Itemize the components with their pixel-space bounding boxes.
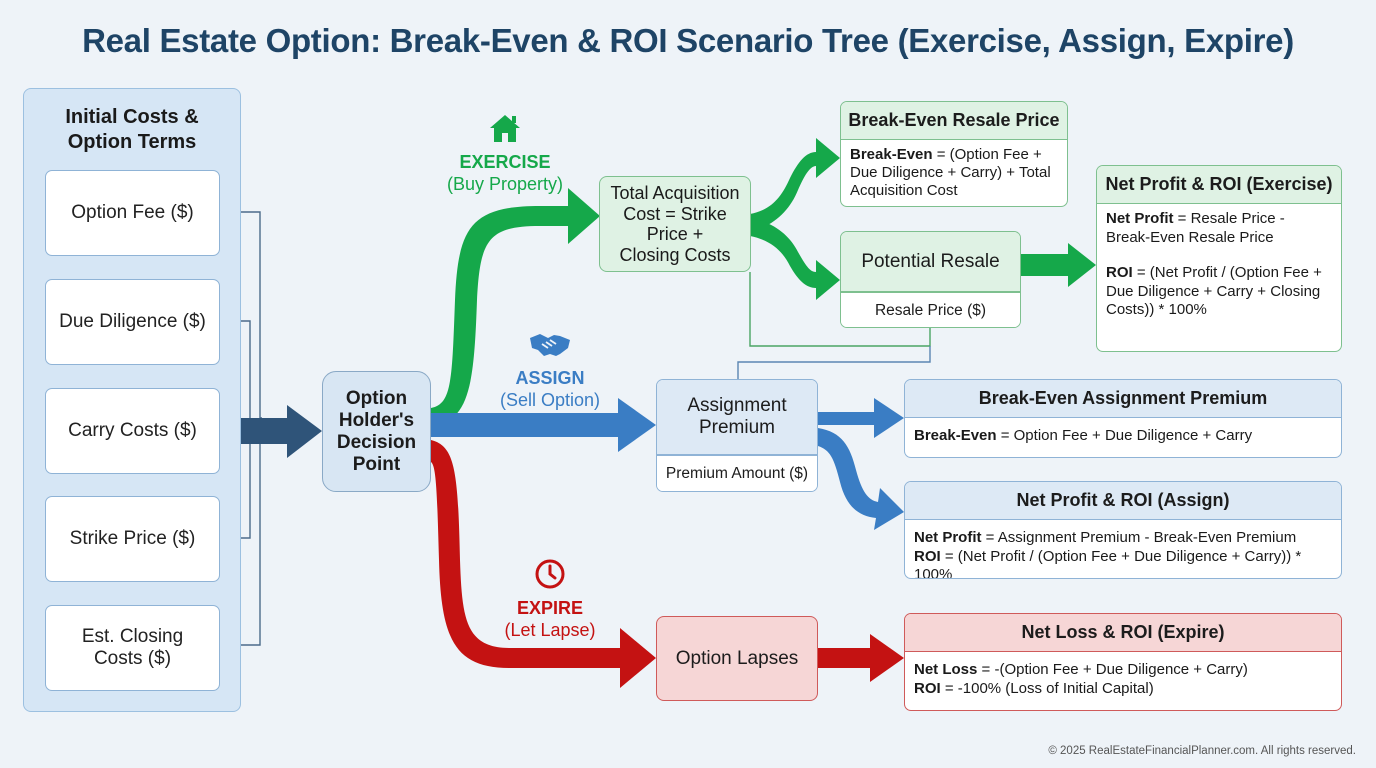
card-header: Break-Even Assignment Premium xyxy=(905,380,1341,418)
page-title: Real Estate Option: Break-Even & ROI Sce… xyxy=(82,22,1294,59)
decision-point: Option Holder's Decision Point xyxy=(322,371,431,492)
card-header: Net Loss & ROI (Expire) xyxy=(905,614,1341,652)
card-header: Assignment Premium xyxy=(657,380,817,455)
exercise-down-arrow xyxy=(750,218,840,300)
premium-amount-field: Premium Amount ($) xyxy=(657,455,817,491)
panel-title: Initial Costs & Option Terms xyxy=(65,106,199,153)
handshake-icon xyxy=(530,334,570,356)
strike-price-box: Strike Price ($) xyxy=(45,496,220,582)
option-lapses-node: Option Lapses xyxy=(656,616,818,701)
carry-costs-box: Carry Costs ($) xyxy=(45,388,220,474)
roi-formula: ROI = (Net Profit / (Option Fee + Due Di… xyxy=(914,547,1302,579)
roi-formula: ROI = (Net Profit / (Option Fee + Due Di… xyxy=(1106,264,1322,318)
card-header: Net Profit & ROI (Exercise) xyxy=(1097,166,1341,204)
exercise-up-arrow xyxy=(750,138,840,232)
card-header: Potential Resale xyxy=(841,232,1020,292)
due-diligence-box: Due Diligence ($) xyxy=(45,279,220,365)
net-loss-expire-card: Net Loss & ROI (Expire) Net Loss = -(Opt… xyxy=(904,613,1342,711)
exercise-label: EXERCISE (Buy Property) xyxy=(440,112,570,195)
house-icon xyxy=(490,115,520,142)
net-profit-exercise-card: Net Profit & ROI (Exercise) Net Profit =… xyxy=(1096,165,1342,352)
resale-to-profit-arrow xyxy=(1020,243,1096,287)
closing-costs-box: Est. Closing Costs ($) xyxy=(45,605,220,691)
potential-resale-card: Potential Resale Resale Price ($) xyxy=(840,231,1021,328)
breakeven-resale-card: Break-Even Resale Price Break-Even = (Op… xyxy=(840,101,1068,207)
breakeven-assignment-card: Break-Even Assignment Premium Break-Even… xyxy=(904,379,1342,458)
net-loss-formula: Net Loss = -(Option Fee + Due Diligence … xyxy=(914,661,1248,678)
net-profit-assign-card: Net Profit & ROI (Assign) Net Profit = A… xyxy=(904,481,1342,579)
assign-down-arrow xyxy=(818,428,904,530)
card-header: Break-Even Resale Price xyxy=(841,102,1067,140)
expire-arrow xyxy=(431,440,656,688)
exercise-arrow xyxy=(431,188,600,428)
net-profit-formula: Net Profit = Assignment Premium - Break-… xyxy=(914,529,1297,546)
exercise-connectors xyxy=(749,272,931,347)
card-body: Net Profit = Assignment Premium - Break-… xyxy=(905,520,1341,579)
card-body: Net Profit = Resale Price - Break-Even R… xyxy=(1097,204,1341,326)
input-arrow xyxy=(241,405,322,458)
lapse-to-loss-arrow xyxy=(818,634,904,682)
assign-arrow xyxy=(431,398,656,452)
initial-costs-panel: Initial Costs & Option Terms Option Fee … xyxy=(23,88,241,712)
total-acquisition-node: Total Acquisition Cost = Strike Price + … xyxy=(599,176,751,272)
card-body: Break-Even = Option Fee + Due Diligence … xyxy=(914,427,1253,444)
card-body: Net Loss = -(Option Fee + Due Diligence … xyxy=(905,652,1341,707)
copyright-footer: © 2025 RealEstateFinancialPlanner.com. A… xyxy=(1048,745,1356,757)
card-header: Net Profit & ROI (Assign) xyxy=(905,482,1341,520)
assign-up-arrow xyxy=(818,398,904,438)
roi-formula: ROI = -100% (Loss of Initial Capital) xyxy=(914,679,1154,697)
clock-icon xyxy=(535,559,565,589)
net-profit-formula: Net Profit = Resale Price - Break-Even R… xyxy=(1106,210,1285,246)
expire-label: EXPIRE (Let Lapse) xyxy=(485,558,615,641)
assign-connector xyxy=(737,346,931,380)
resale-price-field: Resale Price ($) xyxy=(841,292,1020,327)
option-fee-box: Option Fee ($) xyxy=(45,170,220,256)
assignment-premium-card: Assignment Premium Premium Amount ($) xyxy=(656,379,818,492)
assign-label: ASSIGN (Sell Option) xyxy=(485,330,615,411)
card-body: Break-Even = (Option Fee + Due Diligence… xyxy=(850,146,1051,199)
